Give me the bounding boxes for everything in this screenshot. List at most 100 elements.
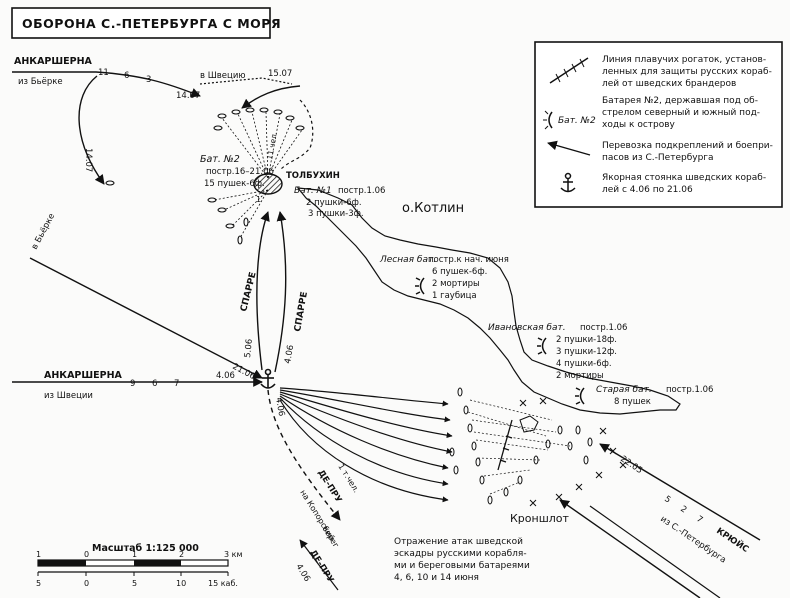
label-bat2-built: постр.16–21.06 (206, 167, 274, 177)
anchor-icon (560, 172, 576, 193)
ship-num-mid-1: 6 (152, 379, 157, 389)
ship-num-top-2: 3 (146, 75, 151, 85)
kronshlot-fort (519, 415, 539, 433)
ship-num-top-1: 6 (124, 71, 129, 81)
attack-lines (279, 387, 453, 503)
ship-num-mid-0: 9 (130, 379, 135, 389)
battery-ivanovskaya-icon (537, 337, 547, 355)
scale-bar: Масштаб 1:125 000 1 0 1 2 3 км 5 0 5 10 … (36, 543, 243, 588)
label-staraya-title: Старая бат. (596, 385, 652, 395)
scale-cab-4: 15 каб. (208, 579, 238, 588)
tolbukhin-island (253, 173, 283, 195)
route-from-bjorke (29, 257, 263, 379)
legend-battery-label: Бат. №2 (558, 116, 596, 126)
legend-item-barrier: Линия плавучих рогаток, установ- ленных … (602, 55, 775, 89)
route-depru (267, 389, 341, 521)
kotlin-island (296, 187, 681, 415)
label-v-bjorke-left: в Бьёрке (30, 212, 57, 252)
label-bat1-title: Бат. №1 (294, 186, 332, 196)
swedish-ships-north (105, 107, 305, 245)
label-bat1-built: постр.1.06 (338, 186, 385, 196)
legend-item-battery: Батарея №2, державшая под об- стрелом се… (602, 96, 763, 130)
label-kotlin: о.Котлин (402, 201, 464, 216)
label-v-shvetsiyu: в Швецию (200, 71, 246, 81)
label-bat2-title: Бат. №2 (200, 154, 240, 165)
label-kronshlot: Кроншлот (510, 512, 570, 525)
route-kryuys (599, 443, 761, 541)
label-num-1: 1 (256, 195, 261, 204)
floating-barrier-icon (549, 57, 589, 84)
ship-num-bottom-1: 2 (678, 504, 688, 515)
scale-km-1: 0 (84, 550, 89, 559)
label-repulse-d: 4, 6, 10 и 14 июня (394, 573, 479, 583)
label-sparre-a: СПАРРЕ (239, 271, 258, 313)
label-lesnaya-a: 6 пушек-6ф. (432, 267, 487, 277)
label-ivan-built: постр.1.06 (580, 323, 627, 333)
route-sparre-406 (274, 211, 287, 373)
scale-cab-3: 10 (176, 579, 186, 588)
route-to-sweden (199, 77, 293, 85)
crosses-kronshlot (519, 397, 627, 507)
label-date-1407-a: 14.07 (176, 91, 200, 101)
fire-lines-kronshlot (467, 399, 571, 495)
anchorage-anchor-icon (260, 368, 276, 389)
route-depru-b (299, 539, 339, 591)
scale-cab-0: 5 (36, 579, 41, 588)
label-lesnaya-c: 1 гаубица (432, 291, 477, 301)
reinforcement-arrow-icon (547, 140, 591, 156)
label-ivan-d: 2 мортиры (556, 371, 604, 381)
scale-km-4: 3 км (224, 550, 243, 559)
map-title: ОБОРОНА С.-ПЕТЕРБУРГА С МОРЯ (22, 16, 281, 31)
legend-item-anchor: Якорная стоянка шведских кораб- лей с 4.… (602, 173, 769, 195)
label-ivan-b: 3 пушки-12ф. (556, 347, 617, 357)
label-staraya-a: 8 пушек (614, 397, 651, 407)
label-date-506: 5.06 (243, 338, 255, 358)
label-date-1407-b: 14.07 (83, 148, 93, 172)
label-bat1-guns-b: 3 пушки-3ф. (308, 209, 364, 219)
label-ankarshverna-mid: АНКАРШЕРНА (44, 370, 123, 381)
legend-item-reinforcement: Перевозка подкреплений и боепри- пасов и… (602, 141, 776, 163)
scale-title: Масштаб 1:125 000 (92, 543, 199, 554)
label-date-406-bottom: 4.06 (293, 562, 312, 583)
scale-km-2: 1 (132, 550, 137, 559)
label-ivan-a: 2 пушки-18ф. (556, 335, 617, 345)
label-tolbukhin: ТОЛБУХИН (286, 171, 340, 181)
label-bat1-guns-a: 2 пушки-6ф. (306, 198, 362, 208)
label-bat2-guns: 15 пушек-6ф. (204, 179, 265, 189)
scale-km-0: 1 (36, 550, 41, 559)
route-1407-west (78, 75, 105, 185)
route-dashed-east (279, 99, 314, 171)
label-from-bjorke-top: из Бьёрке (18, 77, 63, 87)
label-depru-a: ДЕ-ПРУ (315, 468, 343, 505)
route-from-spb (559, 499, 701, 598)
label-num-11-bat2: 11 чел. (265, 131, 279, 160)
label-ankarshverna-top: АНКАРШЕРНА (14, 56, 93, 67)
scale-cab-2: 5 (132, 579, 137, 588)
label-lesnaya-b: 2 мортиры (432, 279, 480, 289)
route-1507-return (241, 85, 301, 109)
label-date-406-low: 4.06 (273, 397, 286, 417)
label-date-406-mid: 4.06 (216, 371, 235, 381)
scale-km-3: 2 (179, 550, 184, 559)
label-repulse-c: ми и береговыми батареями (394, 561, 530, 571)
label-kryuys: КРЮЙС (714, 525, 751, 555)
label-ivan-c: 4 пушки-6ф. (556, 359, 612, 369)
floating-barrier-kronshlot (497, 419, 513, 471)
label-from-spb: из С.-Петербурга (658, 514, 727, 565)
fleet-cluster-kronshlot (449, 387, 593, 505)
title-box (11, 7, 271, 39)
scale-cab-1: 0 (84, 579, 89, 588)
route-ankarshverna-top (12, 71, 201, 98)
fire-lines-tolbukhin (213, 111, 303, 239)
battery-lesnaya-icon (415, 277, 425, 295)
label-date-1507: 15.07 (268, 69, 292, 79)
battery-staraya-icon (575, 387, 585, 405)
label-sparre-b: СПАРРЕ (293, 291, 310, 333)
label-staraya-built: постр.1.06 (666, 385, 713, 395)
battery-icon (543, 110, 553, 130)
route-sparre-506 (256, 211, 270, 371)
label-depru-a-sub3: берег (320, 524, 340, 549)
label-repulse-b: эскадры русскими корабля- (394, 549, 527, 559)
